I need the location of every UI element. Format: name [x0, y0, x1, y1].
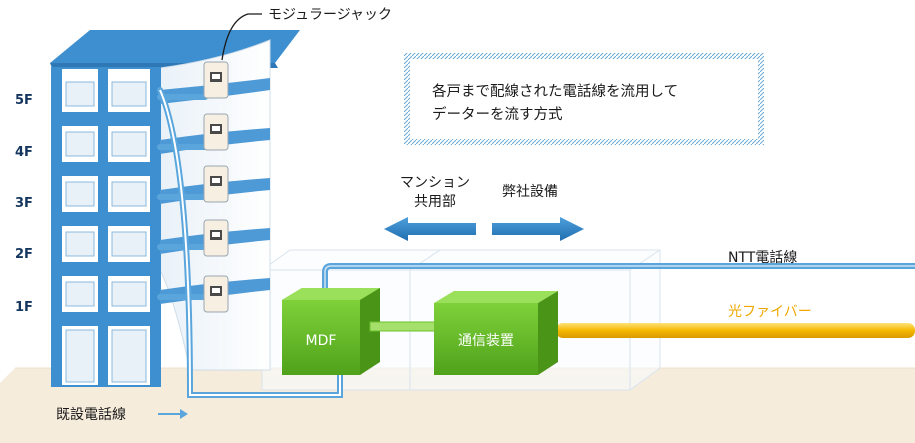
existing-line-callout: 既設電話線 — [56, 406, 188, 423]
ntt-telephone-line: NTT電話線 — [322, 249, 915, 305]
mansion-shared-label-1: マンション — [400, 175, 470, 191]
modular-jack-callout: モジュラージャック — [221, 7, 392, 61]
modular-jacks — [203, 61, 229, 313]
mansion-shared-label-2: 共用部 — [414, 194, 456, 210]
modular-jack-label: モジュラージャック — [268, 7, 392, 23]
right-arrow-icon — [492, 217, 584, 241]
description-frame: 各戸まで配線された電話線を流用して データーを流す方式 — [404, 53, 764, 145]
floor-label-2f: 2F — [15, 247, 33, 262]
modular-jack-4f — [203, 113, 229, 151]
modular-jack-1f — [203, 275, 229, 313]
modular-jack-2f — [203, 219, 229, 257]
modular-jack-3f — [203, 165, 229, 203]
existing-line-label: 既設電話線 — [56, 406, 126, 423]
optical-fiber-label: 光ファイバー — [728, 304, 812, 320]
mdf-to-equipment-link — [369, 321, 437, 332]
ntt-line-label: NTT電話線 — [728, 249, 797, 266]
description-line-2: データーを流す方式 — [432, 105, 563, 123]
comm-equipment-box: 通信装置 — [434, 291, 558, 375]
mdf-label: MDF — [306, 333, 337, 349]
wiring-highlight — [159, 89, 341, 396]
floor-label-1f: 1F — [15, 300, 33, 315]
left-arrow-icon — [384, 217, 476, 241]
description-line-1: 各戸まで配線された電話線を流用して — [432, 83, 678, 100]
responsibility-boundary: マンション 共用部 弊社設備 — [384, 175, 584, 241]
building — [50, 30, 300, 387]
mdf-box: MDF — [282, 288, 380, 375]
building-windows — [65, 81, 147, 383]
floor-slabs — [52, 112, 160, 326]
floor-label-5f: 5F — [15, 93, 33, 108]
floor-labels: 5F 4F 3F 2F 1F — [15, 93, 33, 315]
optical-fiber: 光ファイバー — [556, 304, 915, 338]
existing-line-arrow-icon — [180, 409, 188, 419]
company-equipment-label: 弊社設備 — [502, 184, 558, 200]
modular-jack-5f — [203, 61, 229, 99]
floor-label-4f: 4F — [15, 145, 33, 160]
comm-equipment-label: 通信装置 — [458, 333, 514, 349]
floor-label-3f: 3F — [15, 196, 33, 211]
